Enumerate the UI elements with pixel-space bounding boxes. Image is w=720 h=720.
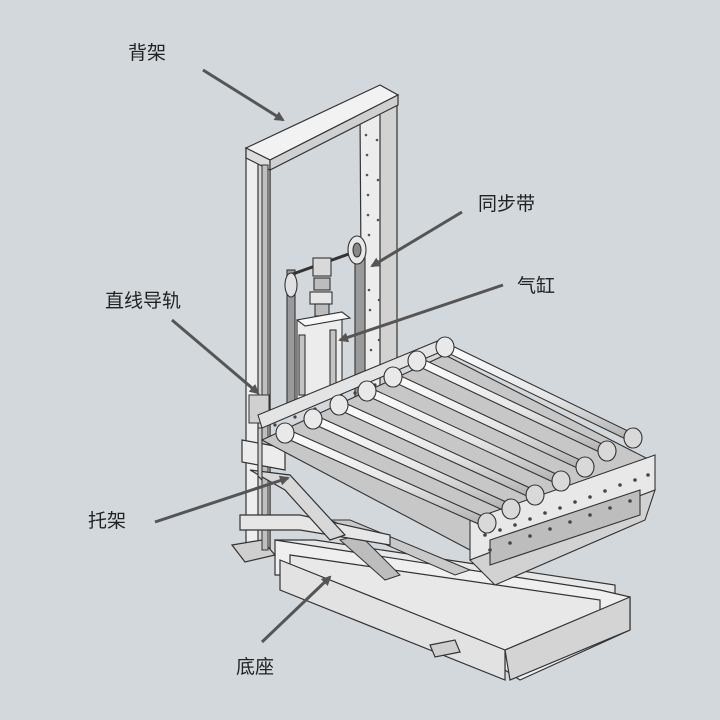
roller (383, 366, 595, 478)
rollers (275, 336, 643, 534)
label-bracket: 托架 (88, 510, 126, 532)
label-timing-belt: 同步带 (478, 193, 535, 215)
label-base: 底座 (236, 656, 274, 678)
arrow-back-frame (202, 68, 285, 122)
arrow-timing-belt (370, 210, 463, 268)
roller (329, 394, 545, 506)
label-back-frame: 背架 (128, 42, 166, 64)
roller (407, 350, 617, 462)
roller (357, 380, 571, 492)
timing-belt-assembly (284, 235, 367, 411)
pneumatic-cylinder (295, 311, 352, 403)
leader-arrows (154, 68, 504, 644)
base-frame (274, 539, 631, 681)
arrow-cylinder (338, 283, 504, 343)
roller (275, 422, 497, 534)
arrow-linear-guide (171, 318, 260, 395)
roller-conveyor (257, 339, 656, 586)
rail-holes (273, 367, 650, 552)
labels: 背架 同步带 气缸 直线导轨 托架 底座 (88, 42, 555, 678)
arrow-bracket (154, 475, 290, 524)
roller (303, 408, 521, 520)
arrow-base (260, 575, 332, 644)
label-linear-guide: 直线导轨 (105, 290, 181, 312)
label-cylinder: 气缸 (517, 275, 555, 297)
roller (435, 336, 643, 449)
bracket-arms (239, 439, 391, 546)
